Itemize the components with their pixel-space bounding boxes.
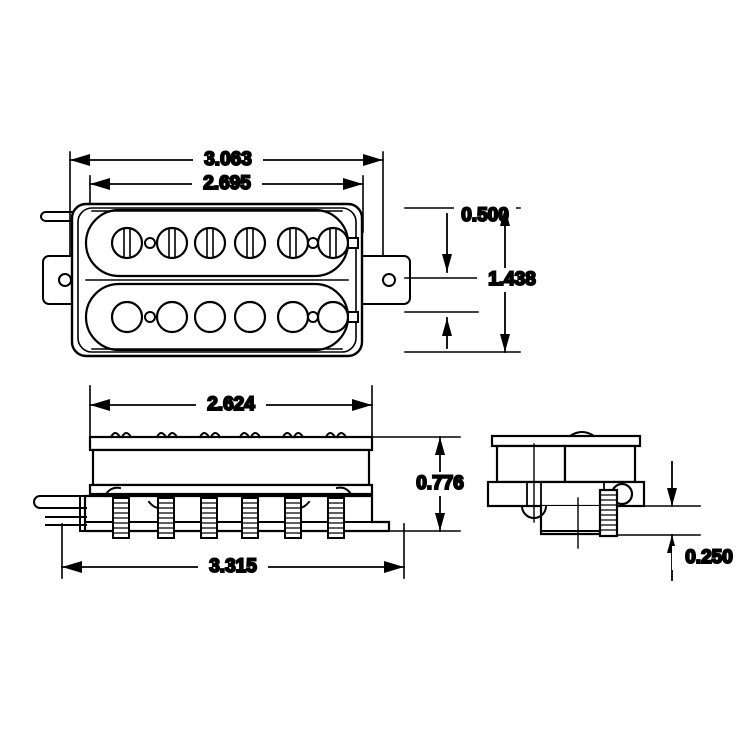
pole-holes-bottom-coil bbox=[110, 300, 359, 334]
dim-label-body-height: 0.776 bbox=[416, 473, 464, 494]
pole-screw-5 bbox=[276, 226, 310, 260]
pole-screw-6 bbox=[316, 226, 350, 260]
end-cover-top-lip bbox=[490, 434, 642, 448]
vent-hole-top-left bbox=[144, 237, 156, 249]
end-coil-right bbox=[563, 444, 637, 484]
pole-hole-3 bbox=[193, 300, 227, 334]
square-marker-bottom bbox=[347, 311, 359, 323]
top-view-group: 3.063 2.695 bbox=[40, 148, 547, 358]
arrow-left bbox=[90, 399, 110, 411]
end-centerlines bbox=[533, 443, 579, 549]
arrow-down bbox=[435, 513, 445, 531]
dim-screw-projection: 0.250 bbox=[616, 461, 746, 581]
pole-hole-4 bbox=[233, 300, 267, 334]
pole-hole-6 bbox=[316, 300, 350, 334]
end-elevation-group: 0.250 bbox=[486, 431, 746, 581]
dim-coil-offset: 0.500 bbox=[442, 204, 516, 349]
arrow-left bbox=[90, 178, 110, 190]
cover-top-lip bbox=[88, 435, 374, 452]
dim-label-cover-length: 2.695 bbox=[203, 173, 251, 194]
dim-label-baseplate-length: 3.315 bbox=[209, 556, 257, 577]
dim-label-overall-height: 1.438 bbox=[488, 269, 536, 290]
dim-overall-length: 3.063 bbox=[69, 148, 384, 172]
mounting-hole-right bbox=[382, 273, 396, 287]
lead-wire-front-view bbox=[33, 494, 87, 526]
mounting-tab-right bbox=[359, 255, 411, 305]
pole-hole-5 bbox=[276, 300, 310, 334]
arrow-right bbox=[343, 178, 363, 190]
pole-screws-top-coil bbox=[110, 226, 359, 260]
end-cover-bump bbox=[568, 431, 596, 438]
front-view-witness-lines bbox=[61, 385, 405, 579]
arrow-left bbox=[70, 154, 90, 166]
mounting-hole-left bbox=[58, 273, 72, 287]
end-adjustment-screw bbox=[598, 488, 619, 538]
arrow-up bbox=[500, 208, 510, 226]
arrow-down bbox=[500, 334, 510, 352]
cover-seam-lines bbox=[85, 210, 349, 350]
arrow-left bbox=[62, 561, 82, 573]
arrow-right bbox=[384, 561, 404, 573]
top-view-vertical-dims: 0.500 1.438 bbox=[404, 204, 547, 353]
cover-bottom-lip bbox=[88, 483, 374, 496]
pole-hole-2 bbox=[155, 300, 189, 334]
pole-screw-1 bbox=[110, 226, 144, 260]
arrow-right bbox=[363, 154, 383, 166]
dim-cover-length: 2.695 bbox=[89, 172, 364, 196]
dim-label-screw-projection: 0.250 bbox=[685, 547, 733, 568]
arrow-down bbox=[442, 254, 452, 272]
square-marker-top bbox=[347, 237, 359, 249]
dim-baseplate-length: 3.315 bbox=[61, 555, 405, 579]
pole-screw-4 bbox=[233, 226, 267, 260]
dim-label-overall-length: 3.063 bbox=[204, 149, 252, 170]
vent-hole-top-right bbox=[307, 237, 319, 249]
vent-hole-bottom-left bbox=[144, 311, 156, 323]
pole-screw-heads-front bbox=[109, 432, 348, 439]
cover-body-front bbox=[91, 448, 371, 487]
dim-label-coil-offset: 0.500 bbox=[461, 205, 509, 226]
arrow-up bbox=[442, 318, 452, 336]
vent-hole-bottom-right bbox=[307, 311, 319, 323]
pole-screw-3 bbox=[193, 226, 227, 260]
dim-label-cover-top-length: 2.624 bbox=[207, 394, 255, 415]
dim-body-height: 0.776 bbox=[371, 436, 475, 532]
front-elevation-group: 2.624 bbox=[33, 385, 475, 579]
pole-screw-2 bbox=[155, 226, 189, 260]
dim-overall-height: 1.438 bbox=[477, 207, 547, 353]
arrow-right bbox=[352, 399, 372, 411]
arrow-down bbox=[667, 488, 677, 506]
arrow-up bbox=[435, 437, 445, 455]
pole-screws-front-shafts bbox=[112, 497, 345, 539]
end-coil-left bbox=[495, 444, 567, 484]
pole-hole-1 bbox=[110, 300, 144, 334]
dim-cover-top-length: 2.624 bbox=[89, 393, 373, 417]
